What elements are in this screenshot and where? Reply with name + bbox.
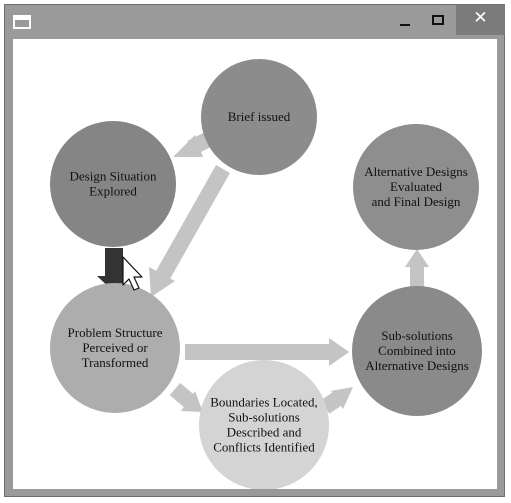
arrows xyxy=(97,129,429,414)
mouse-cursor-icon xyxy=(122,256,143,291)
boundaries-label-line: Sub-solutions xyxy=(228,410,300,425)
arrowhead-problem-to-subsolutions xyxy=(329,338,349,366)
node-problem-structure-circle xyxy=(50,283,180,413)
subsolutions-label-line: Sub-solutions xyxy=(381,328,453,343)
design-label-line: Design Situation xyxy=(69,169,157,184)
maximize-icon xyxy=(432,15,444,25)
subsolutions-label-line: Alternative Designs xyxy=(365,358,469,373)
problem-label-line: Perceived or xyxy=(82,340,148,355)
brief-label-line: Brief issued xyxy=(228,109,291,124)
arrowhead-boundaries-to-subsolutions xyxy=(331,387,353,409)
arrowhead-subsolutions-to-alternatives xyxy=(405,249,429,267)
node-sub-solutions-circle xyxy=(352,286,482,416)
arrow-boundaries-to-subsolutions xyxy=(320,392,342,414)
arrow-problem-to-boundaries xyxy=(169,382,195,408)
window-icon[interactable] xyxy=(13,15,31,29)
node-brief-issued-circle xyxy=(201,59,317,175)
problem-label-line: Problem Structure xyxy=(68,325,163,340)
application-window: ✕ xyxy=(4,4,505,497)
minimize-button[interactable] xyxy=(382,5,428,35)
arrowhead-problem-to-boundaries xyxy=(181,391,203,412)
node-alternative-designs-circle xyxy=(353,124,479,250)
arrow-design-to-problem xyxy=(105,248,123,278)
problem-label-line: Transformed xyxy=(82,355,149,370)
close-button[interactable]: ✕ xyxy=(456,5,505,35)
alternatives-label-line: and Final Design xyxy=(372,194,461,209)
close-icon: ✕ xyxy=(473,8,488,28)
boundaries-label-line: Described and xyxy=(227,425,302,440)
boundaries-label-line: Conflicts Identified xyxy=(213,440,315,455)
title-bar[interactable]: ✕ xyxy=(5,5,505,39)
subsolutions-label-line: Combined into xyxy=(378,343,456,358)
arrowhead-brief-to-design xyxy=(173,135,203,157)
alternatives-label-line: Evaluated xyxy=(390,179,442,194)
design-label-line: Explored xyxy=(89,184,137,199)
node-design-situation-circle xyxy=(50,121,176,247)
node-brief-issued-label: Brief issued xyxy=(228,109,291,124)
alternatives-label-line: Alternative Designs xyxy=(364,164,468,179)
minimize-icon xyxy=(400,24,410,26)
maximize-button[interactable] xyxy=(428,5,456,35)
boundaries-label-line: Boundaries Located, xyxy=(210,395,318,410)
arrow-brief-to-problem xyxy=(156,165,230,279)
node-boundaries-located-circle xyxy=(199,360,329,489)
arrowhead-brief-to-problem xyxy=(149,267,175,297)
node-brief-issued: Brief issued xyxy=(201,59,317,175)
